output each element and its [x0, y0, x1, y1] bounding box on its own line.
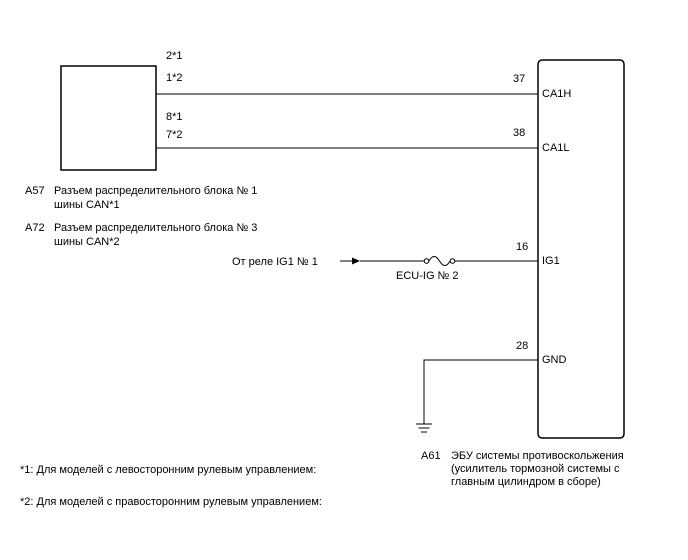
- fuse-label: ECU-IG № 2: [396, 270, 459, 282]
- gnd-wire: [423, 359, 538, 424]
- pin-label-1-2: 1*2: [166, 72, 183, 84]
- terminal-pin-38: 38: [513, 127, 525, 139]
- pin-label-7-2: 7*2: [166, 129, 183, 141]
- power-arrow-head: [352, 257, 360, 265]
- terminal-name-ca1h: CA1H: [542, 88, 571, 100]
- footnote-2: *2: Для моделей с правосторонним рулевым…: [20, 496, 322, 508]
- connector-code-a72: A72: [25, 222, 45, 234]
- connector-code-a57: A57: [25, 185, 45, 197]
- terminal-name-ca1l: CA1L: [542, 142, 570, 154]
- terminal-pin-28: 28: [516, 340, 528, 352]
- terminal-pin-37: 37: [513, 73, 525, 85]
- connector-desc-a72-line2: шины CAN*2: [54, 236, 120, 248]
- pin-label-8-1: 8*1: [166, 111, 183, 123]
- ecu-name-line3: главным цилиндром в сборе): [451, 476, 601, 488]
- connector-block: [60, 65, 157, 171]
- connector-desc-a57-line2: шины CAN*1: [54, 199, 120, 211]
- ecu-code-a61: A61: [421, 450, 441, 462]
- ecu-name-line1: ЭБУ системы противоскольжения: [451, 450, 624, 462]
- terminal-name-gnd: GND: [542, 354, 567, 366]
- power-source-label: От реле IG1 № 1: [232, 256, 318, 268]
- connector-desc-a72-line1: Разъем распределительного блока № 3: [54, 222, 257, 234]
- fuse-terminal-right: [449, 258, 456, 264]
- ecu-name-line2: (усилитель тормозной системы с: [451, 463, 620, 475]
- ecu-block: [537, 59, 625, 439]
- fuse-symbol: [428, 256, 451, 266]
- terminal-name-ig1: IG1: [542, 255, 560, 267]
- terminal-pin-16: 16: [516, 241, 528, 253]
- pin-label-2-1: 2*1: [166, 50, 183, 62]
- connector-desc-a57-line1: Разъем распределительного блока № 1: [54, 185, 257, 197]
- fuse-terminal-left: [423, 258, 430, 264]
- footnote-1: *1: Для моделей с левосторонним рулевым …: [20, 464, 316, 476]
